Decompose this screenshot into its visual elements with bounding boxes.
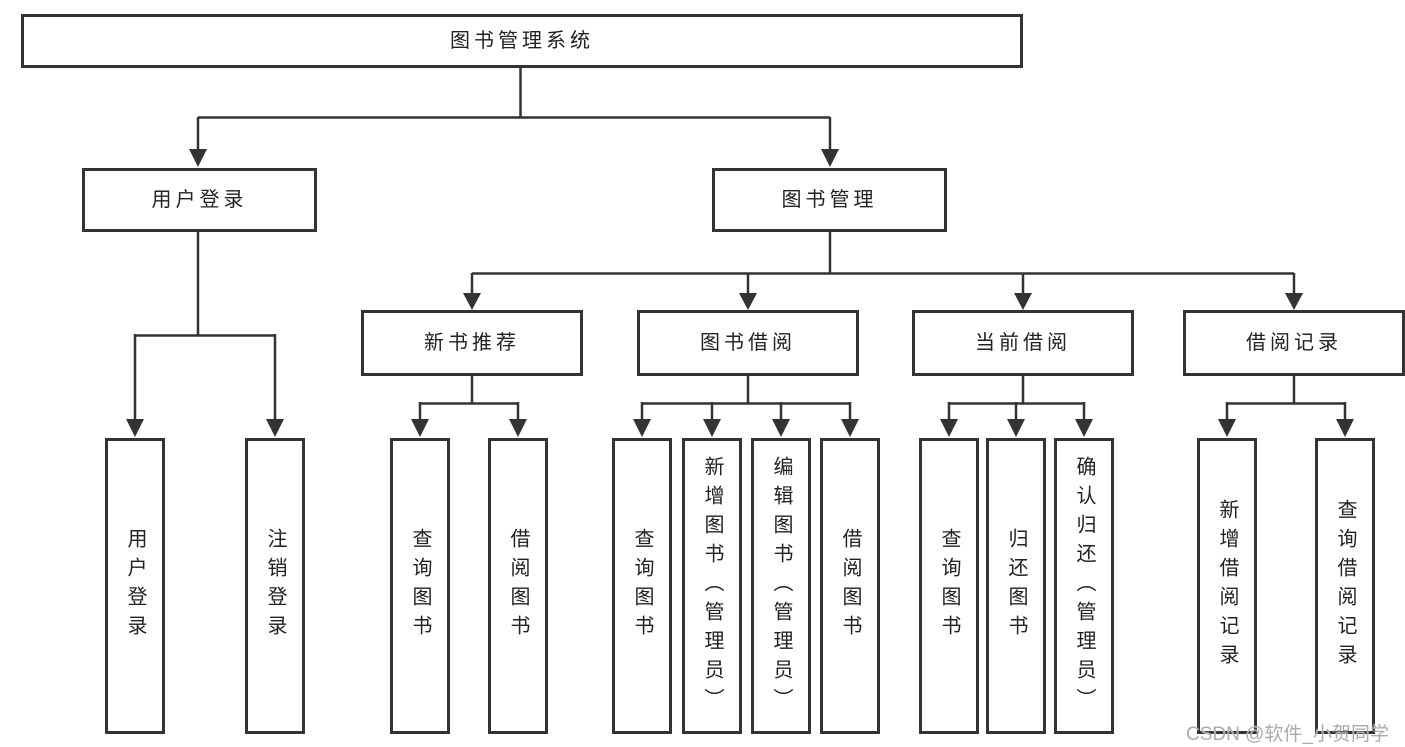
- arrowheads-level2: [189, 149, 839, 167]
- node-root-system-label: 图书管理系统: [450, 30, 594, 52]
- leaf-borrow-books-new-label: 借阅图书: [507, 528, 529, 644]
- node-current-borrow-label: 当前借阅: [975, 332, 1071, 354]
- leaf-confirm-return-admin: 确认归还（管理员）: [1054, 438, 1114, 734]
- node-book-management: 图书管理: [712, 168, 947, 232]
- node-borrow-records: 借阅记录: [1183, 310, 1405, 376]
- arrowheads-user-login: [126, 419, 284, 437]
- leaf-add-borrow-record: 新增借阅记录: [1197, 438, 1257, 734]
- leaf-edit-book-admin-label: 编辑图书（管理员）: [770, 455, 792, 717]
- node-user-login: 用户登录: [82, 168, 317, 232]
- leaf-query-borrow-record: 查询借阅记录: [1315, 438, 1375, 734]
- leaf-logout: 注销登录: [245, 438, 305, 734]
- node-book-management-label: 图书管理: [781, 189, 878, 211]
- node-new-book-recommend: 新书推荐: [361, 310, 583, 376]
- leaf-query-books-new: 查询图书: [390, 438, 450, 734]
- connector-user-login-branch: [133, 232, 277, 420]
- leaf-logout-label: 注销登录: [264, 528, 286, 644]
- leaf-query-books-borrow: 查询图书: [612, 438, 672, 734]
- leaf-query-books-borrow-label: 查询图书: [631, 528, 653, 644]
- leaf-borrow-book: 借阅图书: [820, 438, 880, 734]
- arrowheads-leaves: [411, 419, 1354, 437]
- leaf-query-books-current: 查询图书: [919, 438, 979, 734]
- node-book-borrow: 图书借阅: [637, 310, 859, 376]
- connector-leaf-branches: [418, 376, 1347, 420]
- node-root-system: 图书管理系统: [21, 14, 1023, 68]
- leaf-borrow-books-new: 借阅图书: [488, 438, 548, 734]
- leaf-return-book-label: 归还图书: [1005, 528, 1027, 644]
- leaf-user-login-label: 用户登录: [124, 528, 146, 644]
- leaf-borrow-book-label: 借阅图书: [839, 528, 861, 644]
- leaf-return-book: 归还图书: [986, 438, 1046, 734]
- node-current-borrow: 当前借阅: [912, 310, 1134, 376]
- node-borrow-records-label: 借阅记录: [1246, 332, 1342, 354]
- connector-root-to-level2: [196, 67, 832, 150]
- leaf-query-books-current-label: 查询图书: [938, 528, 960, 644]
- leaf-user-login: 用户登录: [105, 438, 165, 734]
- leaf-query-borrow-record-label: 查询借阅记录: [1334, 499, 1356, 673]
- leaf-add-borrow-record-label: 新增借阅记录: [1216, 499, 1238, 673]
- leaf-confirm-return-admin-label: 确认归还（管理员）: [1073, 455, 1095, 717]
- leaf-add-book-admin: 新增图书（管理员）: [682, 438, 742, 734]
- node-book-borrow-label: 图书借阅: [700, 332, 796, 354]
- arrowheads-level3: [463, 293, 1303, 310]
- csdn-watermark: CSDN @软件_小贺同学: [1186, 724, 1389, 745]
- connector-book-mgmt-branch: [470, 232, 1296, 294]
- leaf-add-book-admin-label: 新增图书（管理员）: [701, 455, 723, 717]
- leaf-query-books-new-label: 查询图书: [409, 528, 431, 644]
- node-user-login-label: 用户登录: [151, 189, 248, 211]
- node-new-book-recommend-label: 新书推荐: [424, 332, 520, 354]
- leaf-edit-book-admin: 编辑图书（管理员）: [751, 438, 811, 734]
